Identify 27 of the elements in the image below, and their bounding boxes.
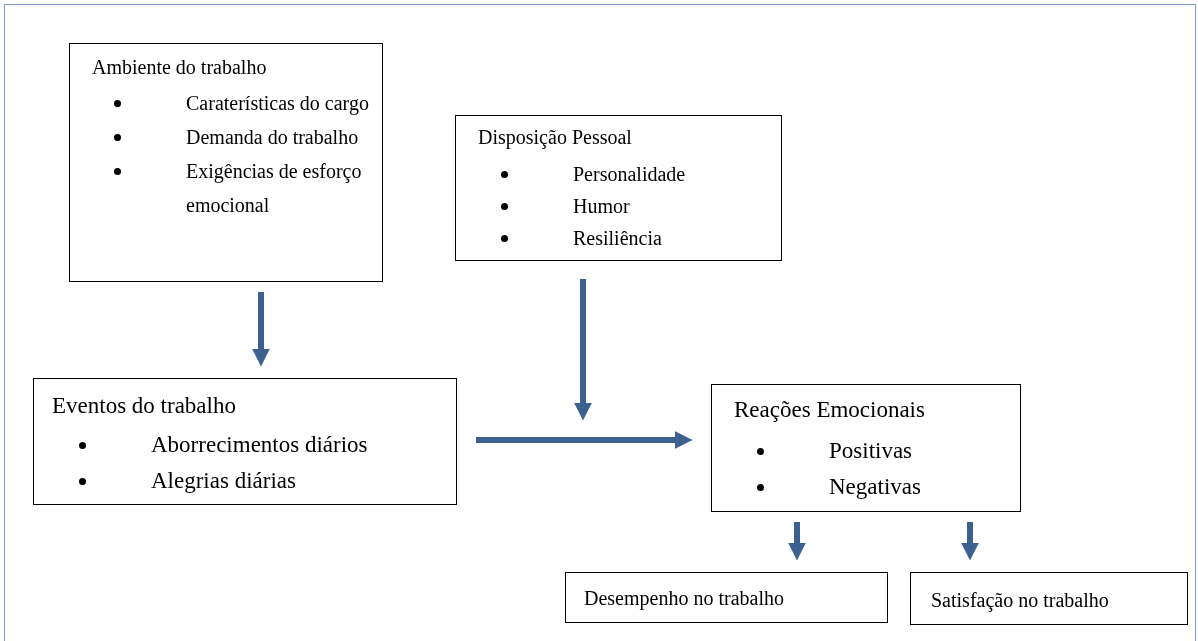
bullet-item: Aborrecimentos diários <box>151 431 369 459</box>
text-box <box>711 384 1021 512</box>
bullet-item: Demanda do trabalho <box>186 125 360 150</box>
arrow <box>476 431 693 449</box>
arrow <box>252 292 270 367</box>
arrow <box>788 522 806 561</box>
box-heading: Ambiente do trabalho <box>92 56 267 79</box>
box-heading: Satisfação no trabalho <box>931 589 1109 612</box>
arrow <box>574 279 592 421</box>
bullet-item: Positivas <box>829 437 914 465</box>
bullet-item: Resiliência <box>573 226 663 251</box>
bullet-item: Personalidade <box>573 162 687 187</box>
text-box <box>455 115 782 261</box>
text-box <box>910 572 1188 625</box>
text-box <box>565 572 888 623</box>
bullet-item: Caraterísticas do cargo <box>186 91 370 117</box>
bullet-item: Exigências de esforço emocional <box>186 159 363 218</box>
box-heading: Desempenho no trabalho <box>584 587 784 610</box>
bullet-item: Negativas <box>829 473 922 501</box>
text-box <box>69 43 383 282</box>
text-box <box>33 378 457 505</box>
box-heading: Eventos do trabalho <box>52 393 236 419</box>
arrow <box>961 522 979 561</box>
bullet-item: Humor <box>573 194 631 219</box>
box-heading: Reações Emocionais <box>734 397 925 423</box>
bullet-item: Alegrias diárias <box>151 467 297 495</box>
box-heading: Disposição Pessoal <box>478 126 632 149</box>
